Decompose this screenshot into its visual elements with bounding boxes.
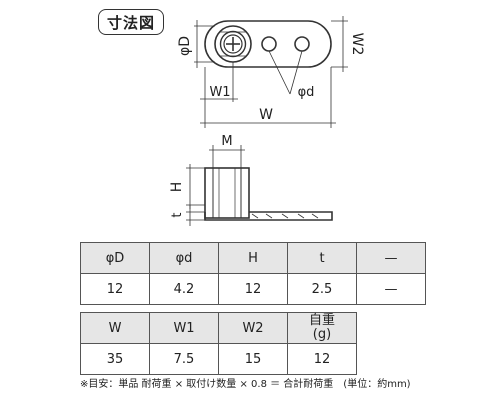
base-plate (204, 211, 333, 221)
header-cell: W1 (149, 312, 219, 344)
table-row: 35 7.5 15 12 (80, 343, 357, 375)
header-cell: t (287, 242, 357, 274)
value-cell: 4.2 (149, 273, 219, 305)
value-cell: 12 (218, 273, 288, 305)
plate-outline (204, 20, 332, 68)
header-cell: φD (80, 242, 150, 274)
top-view (204, 20, 332, 68)
value-cell: 2.5 (287, 273, 357, 305)
side-view-dims (186, 145, 245, 226)
header-cell: H (218, 242, 288, 274)
nut-icon (214, 25, 252, 63)
footnote: ※目安：単品 耐荷重 × 取付け数量 × 0.8 ＝ 合計耐荷重 (単位：約mm) (80, 375, 411, 390)
table-header-row: W W1 W2 自重 (g) (80, 312, 357, 344)
footnote-text: ※目安：単品 耐荷重 × 取付け数量 × 0.8 ＝ 合計耐荷重 (80, 379, 334, 390)
value-cell: 35 (80, 343, 150, 375)
dim-phid-label: φd (298, 85, 315, 100)
hole-2 (294, 36, 310, 52)
dimension-drawing: φD W2 W1 φd W M H t (169, 16, 365, 226)
spec-table-1: φD φd H t — 12 4.2 12 2.5 — (80, 242, 426, 305)
dim-phiD-label: φD (177, 36, 193, 56)
header-cell: φd (149, 242, 219, 274)
header-cell: W2 (218, 312, 288, 344)
nut-body (204, 167, 250, 219)
dim-H-label: H (169, 182, 185, 193)
dim-t-label: t (170, 212, 185, 217)
value-cell: 12 (80, 273, 150, 305)
weight-unit: (g) (312, 327, 332, 342)
header-cell-weight: 自重 (g) (287, 312, 357, 344)
value-cell: 7.5 (149, 343, 219, 375)
unit-note: (単位：約mm) (343, 379, 411, 390)
dim-M-label: M (221, 134, 232, 149)
weight-label: 自重 (308, 313, 335, 328)
value-cell: — (356, 273, 426, 305)
header-cell: W (80, 312, 150, 344)
dim-W-label: W (259, 107, 273, 123)
dim-W1-label: W1 (209, 85, 230, 100)
value-cell: 12 (287, 343, 357, 375)
top-view-dims (194, 16, 348, 128)
hole-1 (261, 36, 277, 52)
value-cell: 15 (218, 343, 288, 375)
side-view (204, 167, 333, 221)
header-cell: — (356, 242, 426, 274)
table-header-row: φD φd H t — (80, 242, 426, 274)
dim-W2-label: W2 (349, 33, 365, 56)
table-row: 12 4.2 12 2.5 — (80, 273, 426, 305)
spec-table-2: W W1 W2 自重 (g) 35 7.5 15 12 (80, 312, 357, 375)
diagram-title: 寸法図 (98, 9, 164, 35)
